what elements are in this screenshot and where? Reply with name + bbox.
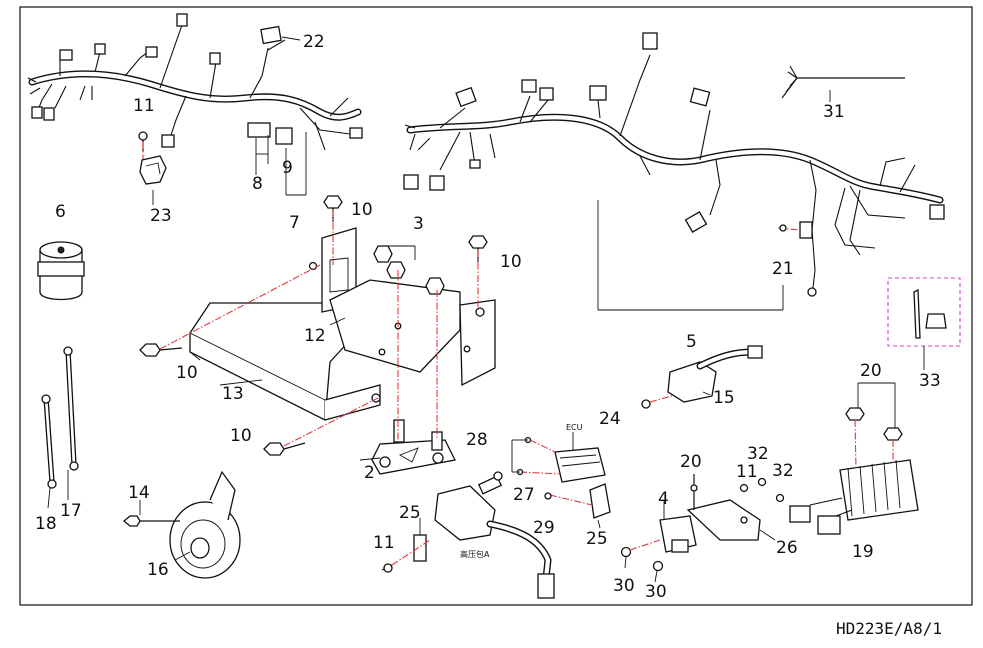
straps-17-18 [41, 346, 79, 489]
callout-10-a: 10 [351, 200, 373, 220]
callout-11-a: 11 [133, 96, 155, 116]
leader-lines [47, 90, 925, 583]
callout-21: 21 [772, 259, 794, 279]
relay-8 [247, 122, 271, 138]
damper-2 [371, 270, 456, 475]
ecu-unit [516, 432, 611, 519]
callout-15: 15 [713, 388, 735, 408]
ecu-label: ECU [566, 423, 583, 432]
horn-16 [122, 470, 241, 579]
drawing-frame [19, 6, 973, 606]
callout-11-c: 11 [373, 533, 395, 553]
callout-9: 9 [282, 158, 293, 178]
callout-4: 4 [658, 489, 669, 509]
callout-33: 33 [919, 371, 941, 391]
coil-stamp: 高压包A [460, 549, 490, 559]
bracket-12 [329, 257, 496, 387]
callout-20-a: 20 [860, 361, 882, 381]
connector-21 [799, 221, 813, 239]
callout-18: 18 [35, 514, 57, 534]
nuts-3 [373, 245, 445, 295]
callout-10-c: 10 [176, 363, 198, 383]
bolt-11-bracket-23 [138, 131, 167, 185]
callout-20-b: 20 [680, 452, 702, 472]
callout-30-a: 30 [613, 576, 635, 596]
fuse-9 [275, 127, 293, 145]
callout-7: 7 [289, 213, 300, 233]
callout-13: 13 [222, 384, 244, 404]
callout-6: 6 [55, 202, 66, 222]
callout-32-b: 32 [772, 461, 794, 481]
callout-8: 8 [252, 174, 263, 194]
callout-27: 27 [513, 485, 535, 505]
callout-5: 5 [686, 332, 697, 352]
callout-10-b: 10 [500, 252, 522, 272]
callout-25-b: 25 [586, 529, 608, 549]
callout-19: 19 [852, 542, 874, 562]
callout-2: 2 [364, 463, 375, 483]
callout-numbers: 2 3 4 5 6 7 8 9 10 10 10 10 11 11 11 12 … [35, 32, 941, 602]
callout-29: 29 [533, 518, 555, 538]
connector-22 [260, 25, 282, 45]
callout-14: 14 [128, 483, 150, 503]
callout-28: 28 [466, 430, 488, 450]
sub-harness [27, 13, 363, 151]
callout-17: 17 [60, 501, 82, 521]
callout-26: 26 [776, 538, 798, 558]
callout-3: 3 [413, 214, 424, 234]
callout-12: 12 [304, 326, 326, 346]
sub-harness-31 [781, 65, 905, 99]
sensor-4 [620, 474, 785, 572]
callout-32-a: 32 [747, 444, 769, 464]
callout-23: 23 [150, 206, 172, 226]
regulator-19 [789, 407, 919, 535]
callout-30-b: 30 [645, 582, 667, 602]
main-harness [403, 32, 945, 297]
socket-6 [37, 241, 85, 301]
callout-10-d: 10 [230, 426, 252, 446]
callout-11-b: 11 [736, 462, 758, 482]
relay-15 [641, 345, 763, 409]
optional-kit-33 [887, 277, 961, 347]
ignition-coil [381, 471, 555, 599]
callout-22: 22 [303, 32, 325, 52]
drawing-code: HD223E/A8/1 [836, 619, 942, 638]
callout-31: 31 [823, 102, 845, 122]
callout-25-a: 25 [399, 503, 421, 523]
bolts-10 [139, 195, 488, 456]
callout-24: 24 [599, 409, 621, 429]
callout-16: 16 [147, 560, 169, 580]
